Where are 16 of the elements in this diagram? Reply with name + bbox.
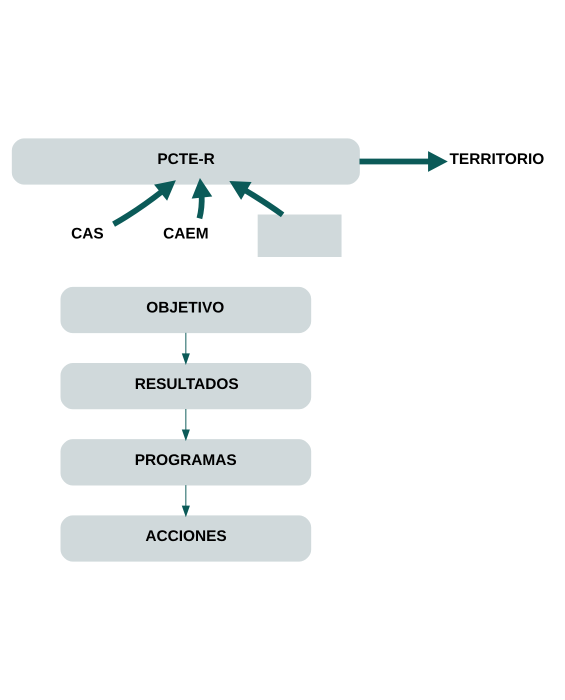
node-text: CAS <box>71 225 104 242</box>
arrow <box>229 181 284 218</box>
arrow <box>192 178 212 220</box>
arrow <box>182 408 190 442</box>
arrow <box>112 180 176 227</box>
arrow <box>360 151 448 172</box>
node-box: PROGRAMAS <box>60 439 312 486</box>
node-box: ACCIONES <box>60 515 312 562</box>
node-box <box>258 214 342 257</box>
arrow <box>182 332 190 365</box>
node-box: RESULTADOS <box>60 363 312 410</box>
node-text: TERRITORIO <box>450 151 544 168</box>
arrow <box>182 484 190 518</box>
node-box: PCTE-R <box>12 138 360 185</box>
node-box: OBJETIVO <box>60 286 312 334</box>
node-text: CAEM <box>163 225 209 242</box>
